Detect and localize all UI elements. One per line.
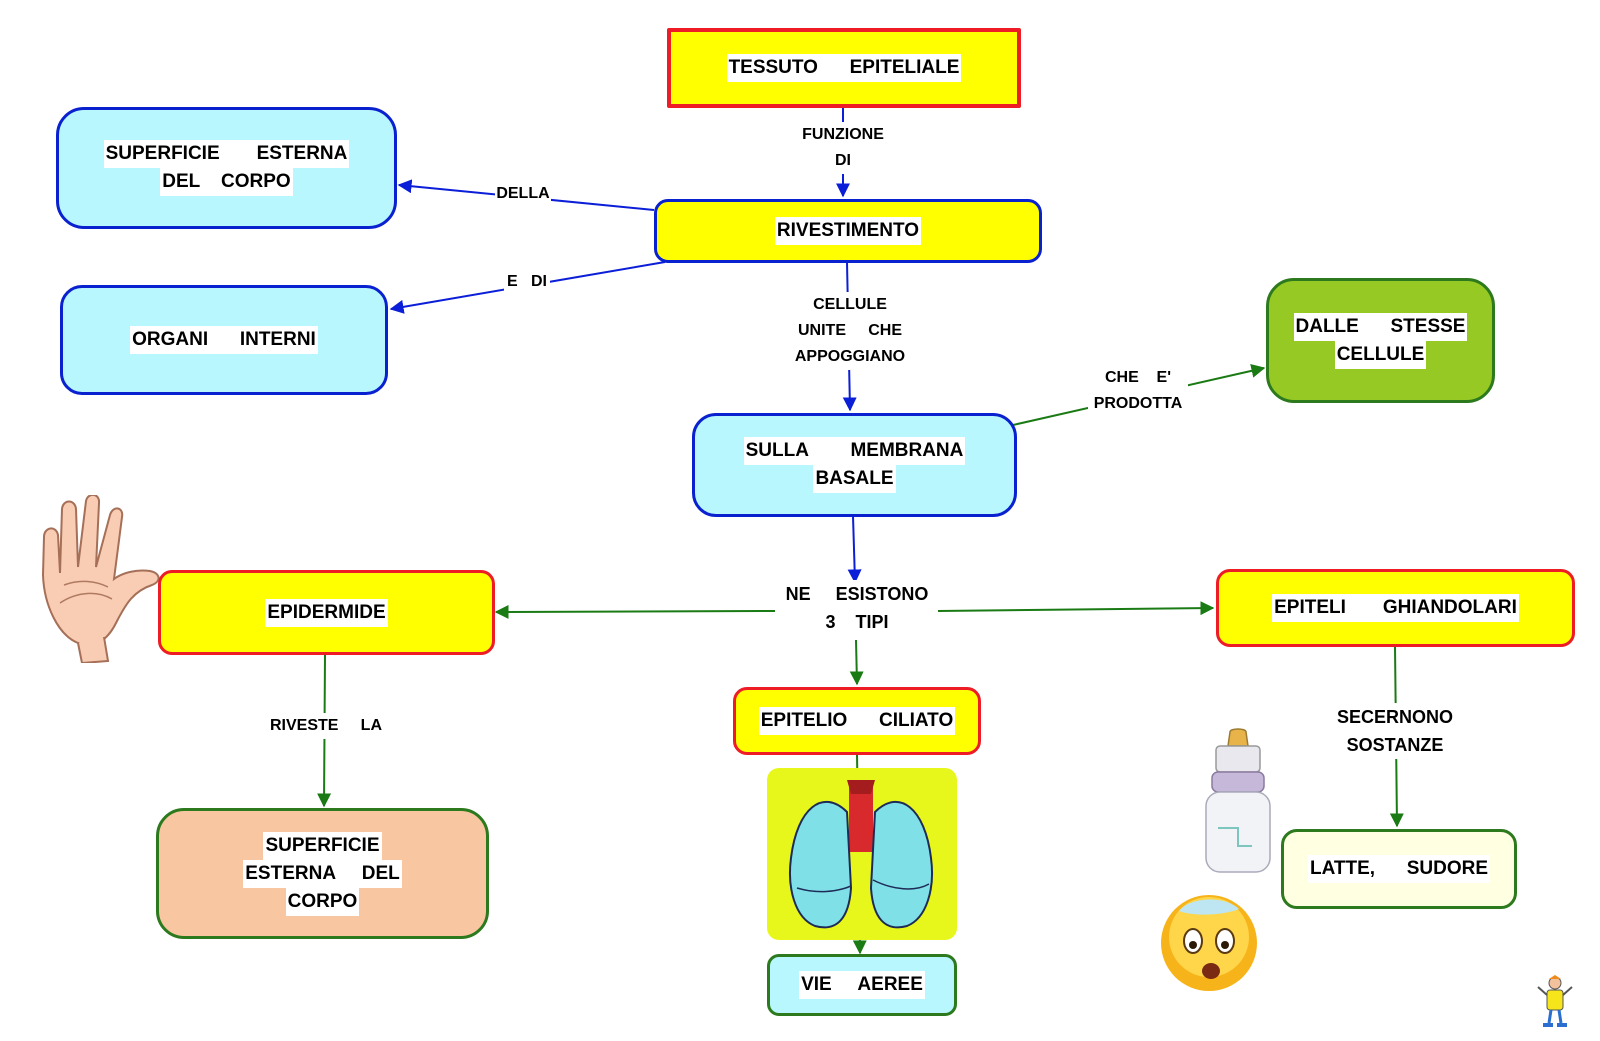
sweating-emoji-illustration xyxy=(1161,895,1257,991)
node-text-line: RIVESTIMENTO xyxy=(774,217,922,245)
node-text-line: SUPERFICIE ESTERNA xyxy=(103,140,350,168)
label-funzione-di: FUNZIONE DI xyxy=(798,122,888,174)
label-e-di: E DI xyxy=(504,269,550,295)
label-cellule-unite-che-appoggiano: CELLULE UNITE CHE APPOGGIANO xyxy=(788,292,912,370)
node-text-line: CORPO xyxy=(285,887,360,916)
node-text-line: SUPERFICIE xyxy=(263,831,382,860)
label-della: DELLA xyxy=(495,181,551,207)
node-text-line: DALLE STESSE xyxy=(1293,312,1468,341)
label-ne-esistono-3-tipi: NE ESISTONO 3 TIPI xyxy=(776,580,938,636)
hand-illustration xyxy=(41,495,160,663)
baby-bottle-illustration xyxy=(1205,728,1271,873)
node-text-line: EPIDERMIDE xyxy=(265,598,388,627)
node-text-line: VIE AEREE xyxy=(799,971,925,999)
label-che-e-prodotta: CHE E' PRODOTTA xyxy=(1088,365,1188,417)
node-text-line: SULLA MEMBRANA xyxy=(743,437,966,465)
node-text-line: DEL CORPO xyxy=(160,168,293,196)
label-riveste-la: RIVESTE LA xyxy=(268,713,384,739)
lungs-illustration xyxy=(767,768,957,940)
node-latte-sudore: LATTE, SUDORE xyxy=(1281,829,1517,909)
node-rivestimento: RIVESTIMENTO xyxy=(654,199,1042,263)
node-text-line: ORGANI INTERNI xyxy=(130,326,318,354)
node-text-line: BASALE xyxy=(813,465,896,493)
node-text-line: CELLULE xyxy=(1334,340,1427,369)
label-secernono-sostanze: SECERNONO SOSTANZE xyxy=(1328,703,1462,759)
node-epiteli-ghiandolari: EPITELI GHIANDOLARI xyxy=(1216,569,1575,647)
link-tipi-ciliato xyxy=(849,639,864,686)
link-membrana-tipi xyxy=(847,515,862,584)
node-organi-interni: ORGANI INTERNI xyxy=(60,285,388,395)
node-text-line: TESSUTO EPITELIALE xyxy=(726,54,962,82)
link-tipi-epidermide xyxy=(494,604,776,619)
node-vie-aeree: VIE AEREE xyxy=(767,954,957,1016)
node-text-line: ESTERNA DEL xyxy=(243,859,402,888)
node-text-line: LATTE, SUDORE xyxy=(1307,855,1491,883)
node-epitelio-ciliato: EPITELIO CILIATO xyxy=(733,687,981,755)
link-tipi-epiteli xyxy=(937,601,1215,616)
node-text-line: EPITELI GHIANDOLARI xyxy=(1272,594,1519,622)
node-tessuto-epiteliale: TESSUTO EPITELIALE xyxy=(667,28,1021,108)
mascot-illustration xyxy=(1537,975,1573,1027)
node-text-line: EPITELIO CILIATO xyxy=(758,707,956,735)
node-epidermide: EPIDERMIDE xyxy=(158,570,495,655)
